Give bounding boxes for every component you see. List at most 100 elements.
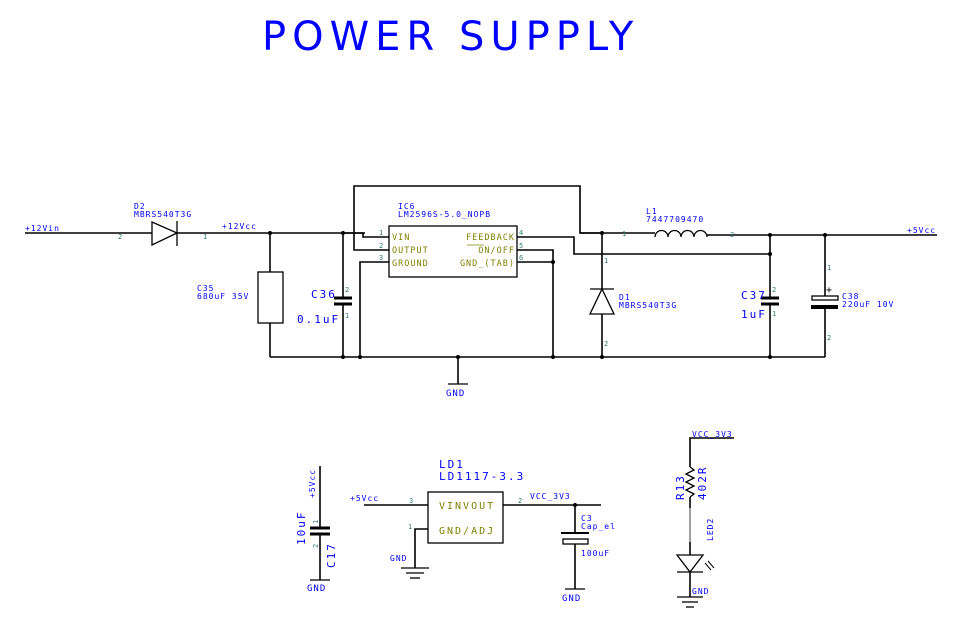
ld1-value: LD1117-3.3 [439,470,525,483]
c3-capacitance: 100uF [581,549,610,558]
schematic-title: POWER SUPPLY [262,14,639,60]
c37-ref: C37 [741,289,767,302]
capacitor-c35-icon[interactable] [257,271,284,324]
d2-ref: D2 [134,202,146,211]
capacitor-c17[interactable] [310,526,330,536]
ld1-ref: LD1 [439,458,465,471]
c3-plate-bottom [562,538,589,545]
gnd-label-main: GND [446,389,465,399]
c17-gnd-label: GND [307,584,326,594]
ic6-value: LM2596S-5.0_NOPB [398,210,491,219]
c36-ref: C36 [311,288,337,301]
c3-gnd-label: GND [562,594,581,604]
net-label-12vcc: +12Vcc [222,222,257,231]
c3-value: Cap_el [581,522,616,531]
diode-d2-body-icon [151,221,179,247]
ld1-net-vcc3v3: VCC_3V3 [530,492,571,501]
wire-ic6-vin [343,232,389,238]
c38-pin1: 1 [827,264,831,272]
net-label-12vin: +12Vin [25,224,60,233]
c38-plate-positive [811,295,839,301]
ic6-pin-num-5: 5 [519,242,523,250]
led-gnd-label: GND [692,587,709,596]
l1-pin1: 1 [622,230,626,238]
c35-ref: C35 [197,284,214,293]
d1-pin2: 2 [604,340,608,348]
ld1-pin-gnd: 1 [408,523,412,531]
net-label-5vcc: +5Vcc [907,226,936,235]
l1-value: 7447709470 [646,215,704,224]
d2-pin-k: 1 [203,233,207,241]
diode-d2[interactable] [151,221,179,247]
c17-pin1: 1 [312,520,320,524]
ic6-pin-onoff: ON/OFF [478,246,515,256]
ic6-pin-num-4: 4 [519,229,523,237]
c38-plate-negative [811,305,838,309]
ic6-pin-output: OUTPUT [392,246,429,256]
led-body [675,554,705,574]
c17-net-5vcc: +5Vcc [308,469,317,498]
c17-pin2: 2 [312,544,320,548]
junction [358,355,362,359]
capacitor-c38[interactable] [811,295,839,309]
ic6-pin-num-1: 1 [379,229,383,237]
c36-pin2: 2 [345,286,349,294]
led-net-vcc3v3: VCC_3V3 [692,430,733,439]
c36-pin1: 1 [345,312,349,320]
l1-ref: L1 [646,207,658,216]
r13-value: 402R [696,466,709,501]
ic6-pin-num-2: 2 [379,242,383,250]
c38-ref: C38 [842,292,859,301]
wire-ic6-ground [359,261,389,357]
led-d2-icon[interactable] [675,554,715,574]
ld1-gnd-label: GND [390,554,407,563]
ground-symbol-icon [401,567,429,579]
c37-value: 1uF [741,308,767,321]
junction [341,355,345,359]
c38-polarity: + [826,285,834,296]
c36-value: 0.1uF [297,313,340,326]
capacitor-c3[interactable] [561,532,589,545]
diode-d1[interactable] [588,287,616,315]
ic6-ref: IC6 [398,202,415,211]
ld1-label-vinvout: VINVOUT [439,501,495,512]
ic6-pin-gndtab: GND_(TAB) [460,259,515,269]
ic6-lm2596-body[interactable] [388,225,518,278]
c38-pin2: 2 [827,334,831,342]
led-arrow-1 [704,562,712,571]
diode-d1-body-icon [588,287,616,315]
ic6-pin-num-3: 3 [379,254,383,262]
d2-value: MBRS540T3G [134,210,192,219]
d1-pin1: 1 [604,257,608,265]
wire-feedback [517,236,770,255]
c38-value: 220uF 10V [842,300,894,309]
d2-pin-a: 2 [118,233,122,241]
ld1-pin-vout: 2 [518,497,522,505]
c37-pin2: 2 [772,286,776,294]
junction [551,260,555,264]
c3-ref: C3 [581,514,593,523]
ld1-regulator-body[interactable] [427,491,504,544]
ld1-label-gndadj: GND/ADJ [439,526,495,537]
ic6-pin-ground: GROUND [392,259,429,269]
resistor-r13-icon[interactable] [684,466,696,498]
r13-ref: R13 [674,474,687,500]
junction [551,355,555,359]
led2-ref: LED2 [706,518,715,541]
l1-pin2: 2 [730,231,734,239]
ic6-pin-num-6: 6 [519,254,523,262]
c17-value: 10uF [295,511,308,546]
inductor-l1-icon[interactable] [654,229,708,238]
c17-ref: C17 [325,542,338,568]
c37-pin1: 1 [772,310,776,318]
c35-value: 680uF 35V [197,292,249,301]
wire-ld1-gnd [414,528,428,568]
ld1-net-5vcc: +5Vcc [350,494,379,503]
d1-ref: D1 [619,293,631,302]
d1-value: MBRS540T3G [619,301,677,310]
ld1-pin-vin: 3 [409,497,413,505]
wire-led-vcc [689,437,734,467]
ic6-pin-feedback: FEEDBACK [466,233,515,243]
ground-symbol-icon [677,596,703,608]
